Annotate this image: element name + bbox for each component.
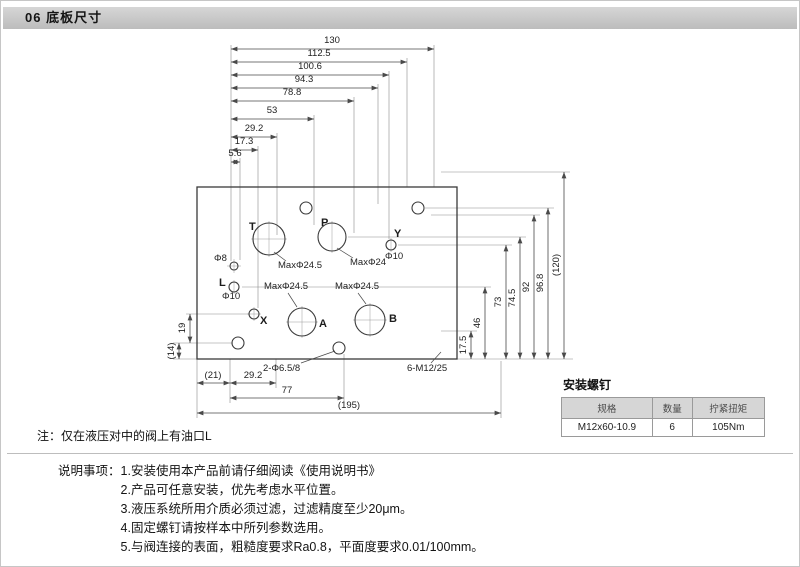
instruction-item: 3.液压系统所用介质必须过滤，过滤精度至少20μm。 bbox=[120, 502, 413, 516]
dimension-lines bbox=[176, 46, 567, 416]
dimension-label: (195) bbox=[337, 400, 361, 411]
dimension-label: 29.2 bbox=[244, 123, 264, 134]
dimension-label: 130 bbox=[324, 35, 340, 46]
technical-drawing-svg bbox=[173, 45, 573, 418]
dimension-label: 100.6 bbox=[298, 61, 322, 72]
dimension-label: (21) bbox=[204, 370, 222, 381]
page-title: 06 底板尺寸 bbox=[25, 10, 103, 25]
base-plate-outline bbox=[196, 186, 458, 360]
port-size-label: MaxΦ24.5 bbox=[278, 260, 323, 271]
dimension-label: 5.6 bbox=[228, 148, 242, 159]
dimension-label: 19 bbox=[177, 322, 188, 334]
mounting-screw-title: 安装螺钉 bbox=[563, 378, 612, 392]
port-label-l: L bbox=[219, 277, 226, 289]
mounting-screw-table: 规格 数量 拧紧扭矩 M12x60-10.9 6 105Nm bbox=[561, 397, 766, 437]
port-size-label: Φ10 bbox=[222, 291, 241, 302]
table-cell-torque: 105Nm bbox=[691, 418, 766, 437]
table-header-spec: 规格 bbox=[561, 397, 653, 419]
drawing-note: 注：仅在液压对中的阀上有油口L bbox=[37, 429, 212, 443]
dimension-label: (14) bbox=[166, 342, 177, 360]
dimension-label: 74.5 bbox=[507, 288, 518, 308]
port-holes bbox=[228, 201, 425, 355]
table-row: M12x60-10.9 6 105Nm bbox=[561, 418, 766, 437]
port-size-label: Φ10 bbox=[385, 251, 404, 262]
port-label-x: X bbox=[260, 315, 268, 327]
port-size-label: MaxΦ24 bbox=[350, 257, 387, 268]
port-label-p: P bbox=[321, 217, 329, 229]
port-size-label: MaxΦ24.5 bbox=[264, 281, 309, 292]
port-label-y: Y bbox=[394, 228, 402, 240]
instruction-item: 1.安装使用本产品前请仔细阅读《使用说明书》 bbox=[120, 464, 381, 478]
instructions-label: 说明事项： bbox=[58, 464, 121, 478]
table-cell-qty: 6 bbox=[651, 418, 693, 437]
dimension-label: (120) bbox=[551, 253, 562, 277]
mounting-screw-section: 安装螺钉 规格 数量 拧紧扭矩 M12x60-10.9 6 105Nm bbox=[561, 376, 766, 437]
section-header-bar: 06 底板尺寸 bbox=[3, 7, 797, 29]
table-cell-spec: M12x60-10.9 bbox=[561, 418, 653, 437]
port-label-b: B bbox=[389, 313, 397, 325]
instruction-item: 5.与阀连接的表面，粗糙度要求Ra0.8，平面度要求0.01/100mm。 bbox=[120, 540, 484, 554]
dimension-label: 112.5 bbox=[307, 48, 331, 59]
port-label-t: T bbox=[249, 221, 256, 233]
dimension-label: 77 bbox=[281, 385, 293, 396]
dimension-label: 53 bbox=[266, 105, 278, 116]
dimension-label: 29.2 bbox=[243, 370, 263, 381]
dimension-label: 17.5 bbox=[458, 335, 469, 355]
dimension-label: 78.8 bbox=[282, 87, 302, 98]
instruction-item: 4.固定螺钉请按样本中所列参数选用。 bbox=[120, 521, 331, 535]
dimension-label: 94.3 bbox=[294, 74, 314, 85]
dimension-label: 17.3 bbox=[234, 136, 254, 147]
leader-lines bbox=[273, 247, 442, 364]
dimension-label: 92 bbox=[521, 281, 532, 293]
table-header-torque: 拧紧扭矩 bbox=[691, 397, 766, 419]
port-size-label: Φ8 bbox=[214, 253, 227, 264]
instruction-item: 2.产品可任意安装，优先考虑水平位置。 bbox=[120, 483, 344, 497]
dimension-label: 73 bbox=[493, 296, 504, 308]
port-label-a: A bbox=[319, 318, 327, 330]
section-divider bbox=[7, 453, 793, 454]
table-header-qty: 数量 bbox=[651, 397, 693, 419]
base-plate-drawing: 130 112.5 100.6 94.3 78.8 53 29.2 17.3 5… bbox=[1, 29, 799, 453]
dimension-label: 46 bbox=[472, 317, 483, 329]
centerlines bbox=[227, 221, 392, 338]
instructions-block: 说明事项： 1.安装使用本产品前请仔细阅读《使用说明书》 2.产品可任意安装，优… bbox=[58, 462, 484, 557]
hole-note-label: 2-Φ6.5/8 bbox=[263, 363, 301, 374]
dimension-label: 96.8 bbox=[535, 273, 546, 293]
hole-note-label: 6-M12/25 bbox=[407, 363, 448, 374]
port-size-label: MaxΦ24.5 bbox=[335, 281, 380, 292]
instructions-list: 1.安装使用本产品前请仔细阅读《使用说明书》 2.产品可任意安装，优先考虑水平位… bbox=[121, 462, 484, 557]
